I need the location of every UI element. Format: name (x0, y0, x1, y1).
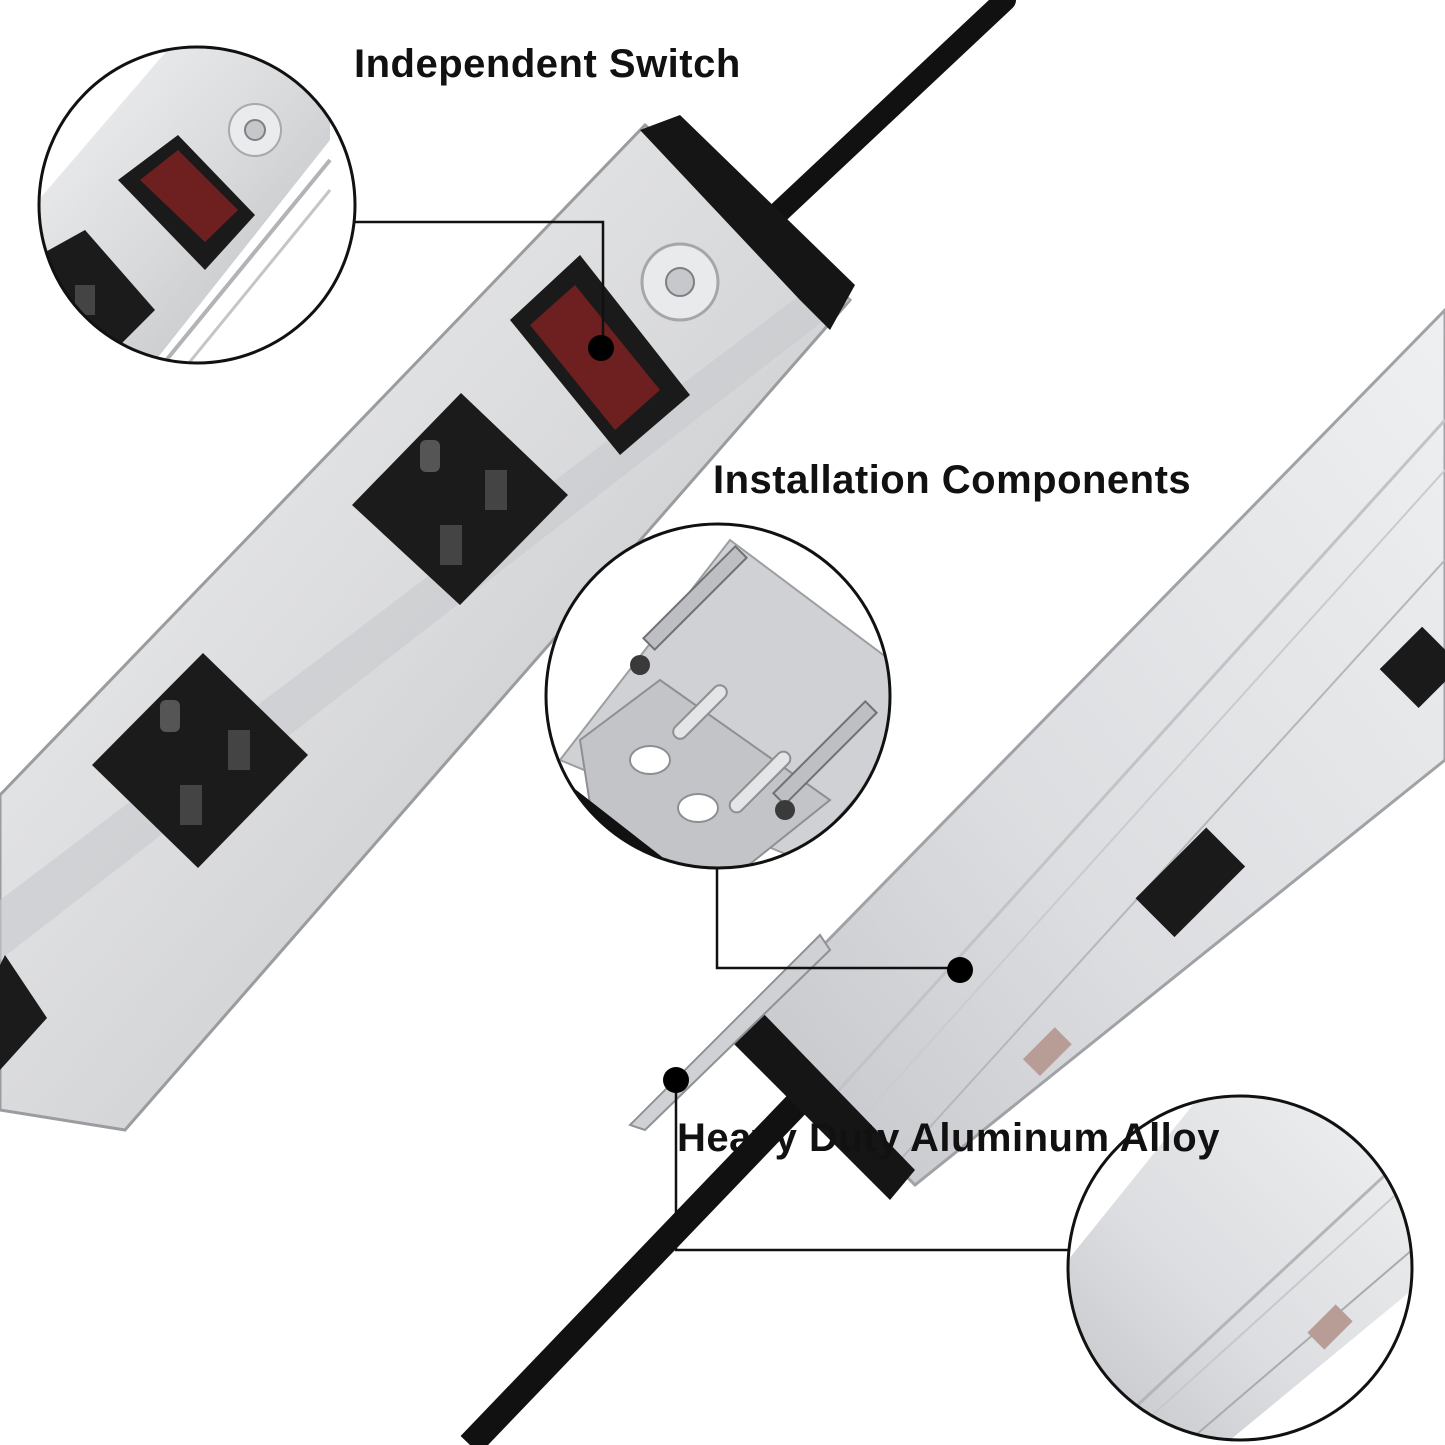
outlet-1 (352, 393, 568, 605)
alloy-marker-dot (663, 1067, 689, 1093)
callout-aluminum-alloy: Heavy Duty Aluminum Alloy (677, 1116, 1220, 1160)
power-cord (460, 0, 1016, 1445)
power-strip-back (628, 307, 1445, 1200)
installation-marker-dot (947, 957, 973, 983)
outlet-2 (92, 653, 308, 868)
magnifier-alloy (1066, 1094, 1414, 1442)
power-strip-front (0, 115, 855, 1132)
magnifier-installation (544, 522, 892, 870)
leader-lines (355, 220, 1070, 1252)
magnifier-switch (37, 45, 357, 365)
outlet-3 (0, 955, 47, 1070)
callout-independent-switch: Independent Switch (354, 42, 741, 86)
callout-installation-components: Installation Components (713, 458, 1192, 502)
switch-marker-dot (588, 335, 614, 361)
